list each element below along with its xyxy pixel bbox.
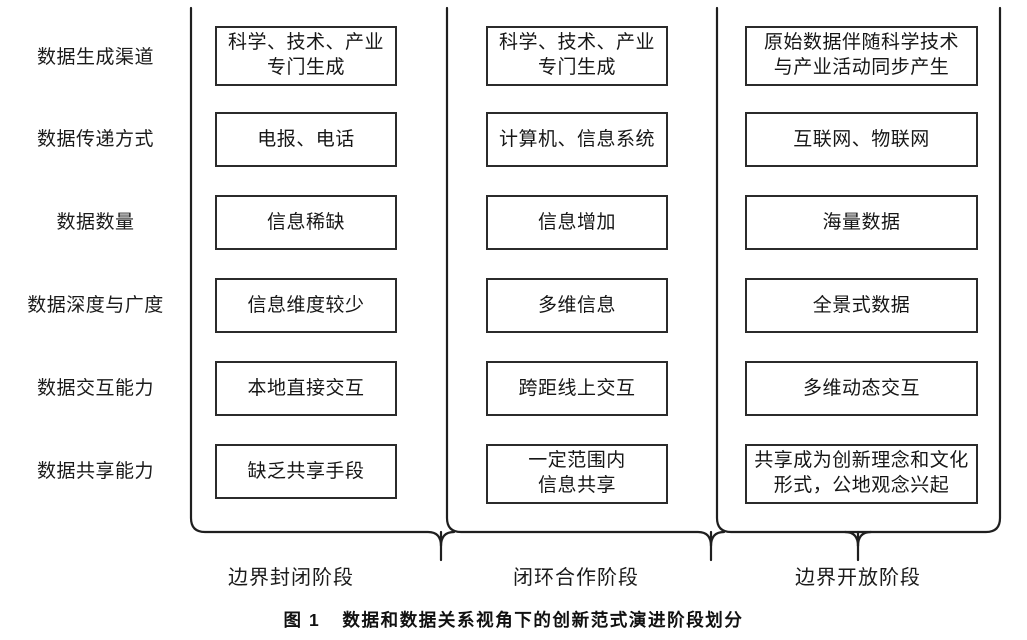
brace-arm-stage-3-left <box>843 530 860 548</box>
cell-stage2-generation-channel: 科学、技术、产业 专门生成 <box>486 26 668 86</box>
cell-stage2-transmission-method: 计算机、信息系统 <box>486 112 668 167</box>
row-label-interaction-capability: 数据交互能力 <box>36 378 154 399</box>
cell-stage1-interaction-capability: 本地直接交互 <box>215 361 397 416</box>
stage-name-boundary-open: 边界开放阶段 <box>795 567 921 589</box>
cell-stage3-interaction-capability: 多维动态交互 <box>745 361 978 416</box>
cell-stage1-sharing-capability: 缺乏共享手段 <box>215 444 397 499</box>
cell-stage2-interaction-capability: 跨距线上交互 <box>486 361 668 416</box>
cell-stage3-generation-channel: 原始数据伴随科学技术 与产业活动同步产生 <box>745 26 978 86</box>
cell-stage2-depth-and-breadth: 多维信息 <box>486 278 668 333</box>
row-label-transmission-method: 数据传递方式 <box>36 129 154 150</box>
stage-name-closed-loop-cooperation: 闭环合作阶段 <box>513 567 639 589</box>
cell-stage3-transmission-method: 互联网、物联网 <box>745 112 978 167</box>
cell-stage1-generation-channel: 科学、技术、产业 专门生成 <box>215 26 397 86</box>
cell-stage2-data-quantity: 信息增加 <box>486 195 668 250</box>
row-label-data-quantity: 数据数量 <box>56 212 135 233</box>
cell-stage1-transmission-method: 电报、电话 <box>215 112 397 167</box>
figure-caption-number: 图 1 <box>283 610 321 630</box>
cell-stage2-sharing-capability: 一定范围内 信息共享 <box>486 444 668 504</box>
row-label-depth-and-breadth: 数据深度与广度 <box>27 295 164 316</box>
figure-caption: 图 1 数据和数据关系视角下的创新范式演进阶段划分 <box>0 607 1027 632</box>
cell-stage1-depth-and-breadth: 信息维度较少 <box>215 278 397 333</box>
figure-caption-title: 数据和数据关系视角下的创新范式演进阶段划分 <box>342 610 744 630</box>
row-label-sharing-capability: 数据共享能力 <box>36 461 154 482</box>
row-label-generation-channel: 数据生成渠道 <box>36 47 154 68</box>
stage-name-boundary-closed: 边界封闭阶段 <box>228 567 354 589</box>
cell-stage3-depth-and-breadth: 全景式数据 <box>745 278 978 333</box>
brace-arm-stage-3-right <box>856 530 873 548</box>
cell-stage3-data-quantity: 海量数据 <box>745 195 978 250</box>
cell-stage1-data-quantity: 信息稀缺 <box>215 195 397 250</box>
cell-stage3-sharing-capability: 共享成为创新理念和文化 形式，公地观念兴起 <box>745 444 978 504</box>
